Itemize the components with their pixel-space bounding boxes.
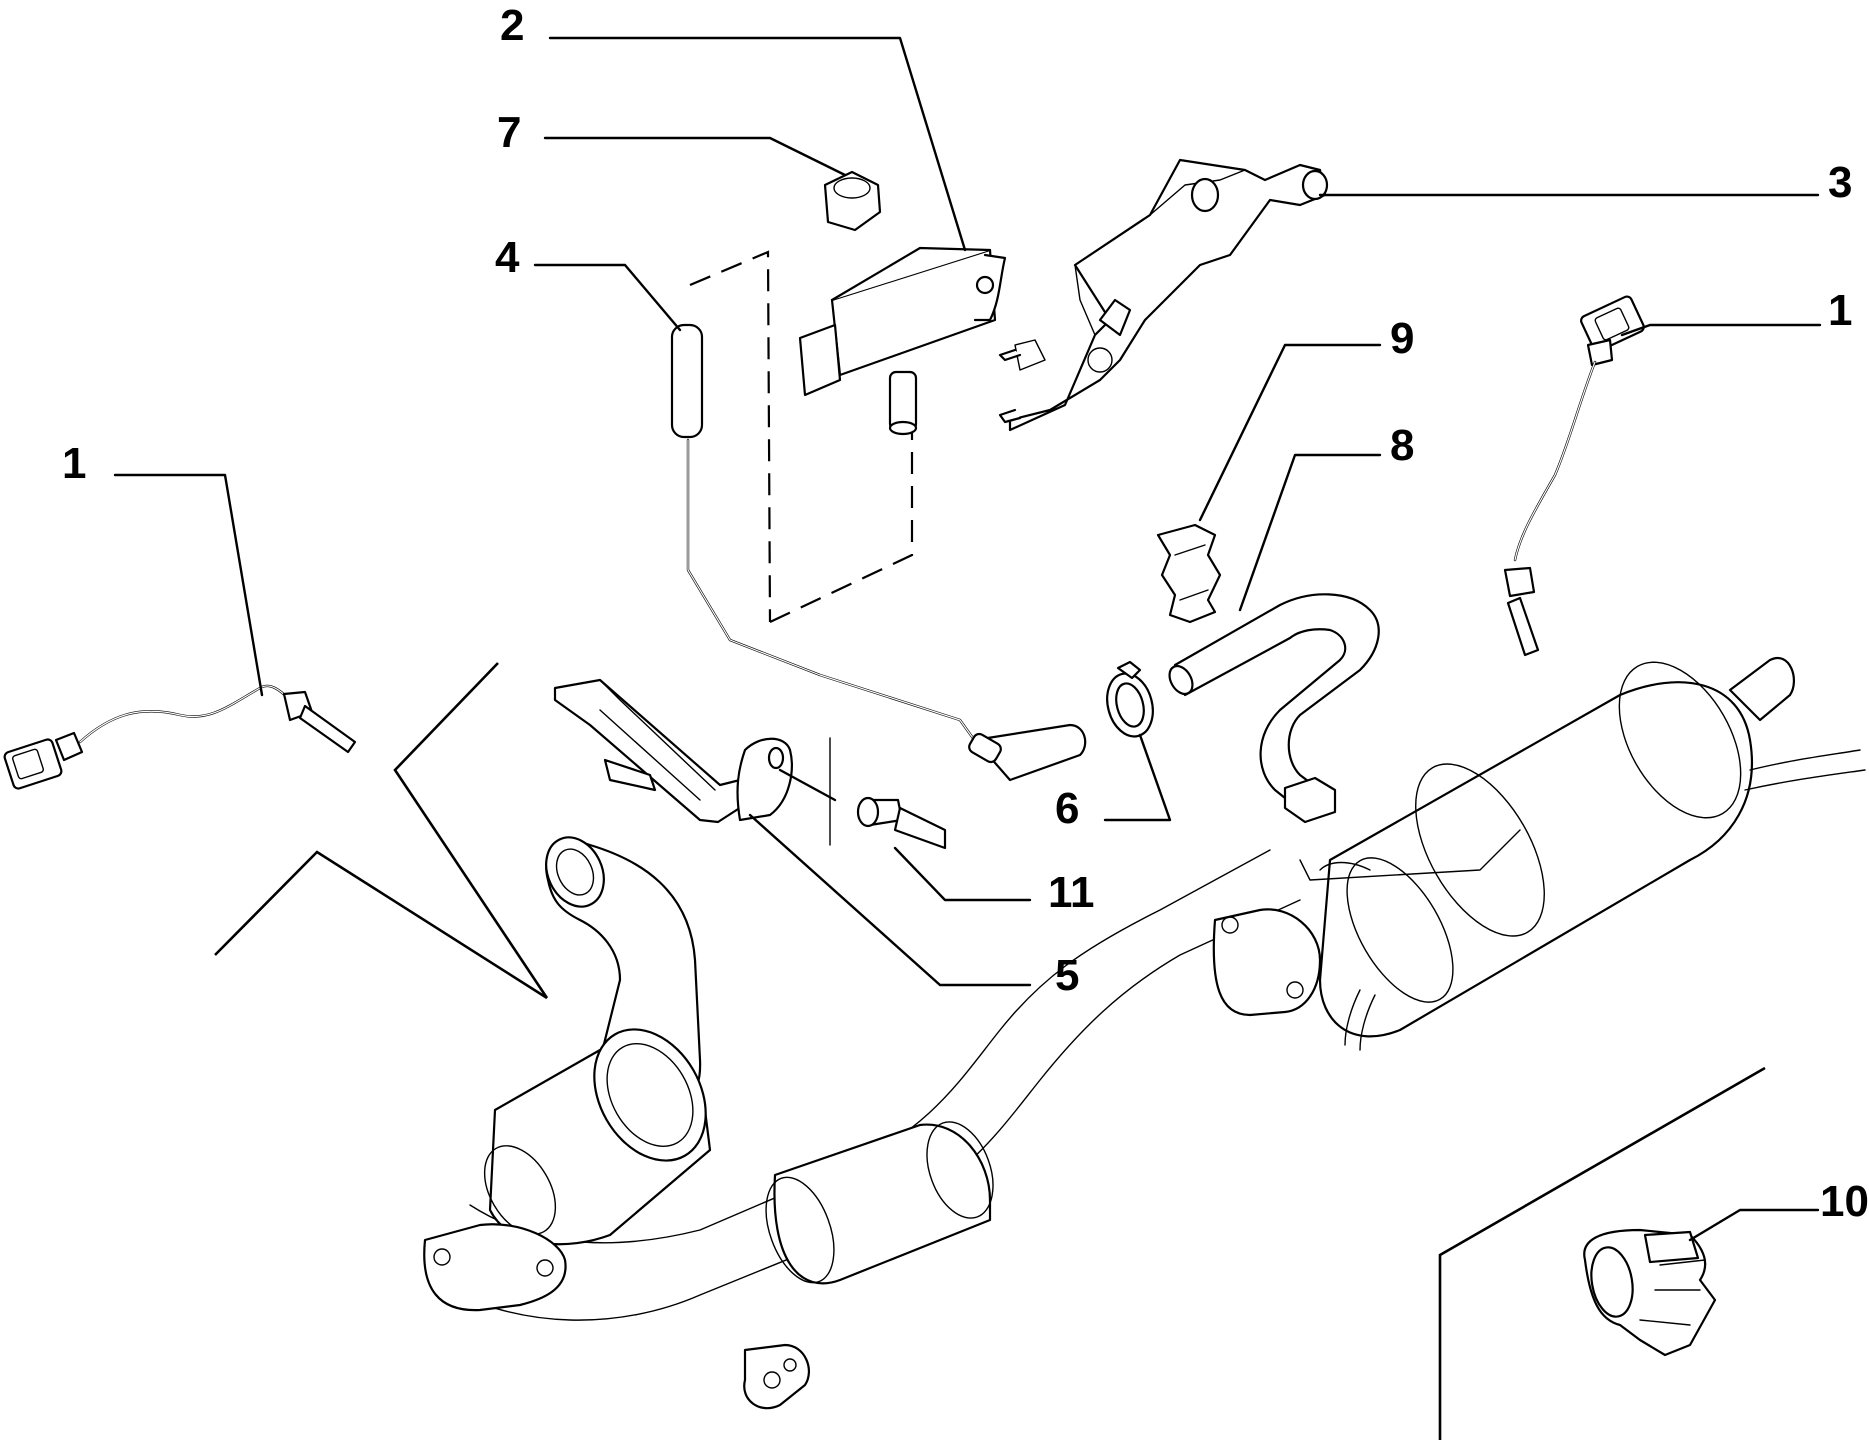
mounting-bracket xyxy=(998,158,1329,432)
temperature-sensor-right xyxy=(1503,295,1645,657)
callout-6: 6 xyxy=(1055,784,1079,833)
callout-9: 9 xyxy=(1390,314,1414,363)
bent-tube xyxy=(1168,593,1380,824)
bolt xyxy=(856,796,947,850)
leader-lines xyxy=(113,36,1822,1242)
leader-4 xyxy=(533,263,682,332)
leader-6 xyxy=(1103,733,1172,822)
pressure-sensor xyxy=(798,246,1007,436)
leader-11 xyxy=(893,846,1032,902)
leader-8 xyxy=(1238,453,1382,612)
callout-labels: 2 7 4 3 1 1 9 8 6 11 5 10 xyxy=(62,1,1869,1226)
exhaust-assembly xyxy=(423,656,1866,1410)
callout-5: 5 xyxy=(1055,951,1079,1000)
dashed-connection xyxy=(689,250,914,623)
callout-2: 2 xyxy=(500,1,524,50)
hose-pipe xyxy=(670,323,1087,782)
leader-7 xyxy=(543,136,847,177)
leader-2 xyxy=(548,36,967,252)
callout-8: 8 xyxy=(1390,421,1414,470)
zoom-bracket-left xyxy=(214,662,549,1000)
callout-11: 11 xyxy=(1048,868,1095,917)
callout-4: 4 xyxy=(495,233,520,282)
temperature-sensor-left xyxy=(3,684,357,790)
pipe-clip xyxy=(1156,523,1222,624)
leader-10 xyxy=(1688,1208,1820,1242)
sensor-bracket xyxy=(553,678,793,824)
leader-1-left xyxy=(113,473,264,697)
callout-1-right: 1 xyxy=(1828,286,1852,335)
hose-clamp xyxy=(1106,660,1154,738)
leader-5 xyxy=(748,813,1032,987)
leader-9 xyxy=(1198,343,1382,522)
mounting-clip xyxy=(1583,1228,1717,1357)
callout-1-left: 1 xyxy=(62,439,86,488)
callout-3: 3 xyxy=(1828,158,1852,207)
leader-1-right xyxy=(1620,323,1822,337)
nut xyxy=(823,170,882,232)
zoom-bracket-right xyxy=(1438,1066,1766,1440)
callout-7: 7 xyxy=(497,108,521,157)
callout-10: 10 xyxy=(1820,1177,1869,1226)
